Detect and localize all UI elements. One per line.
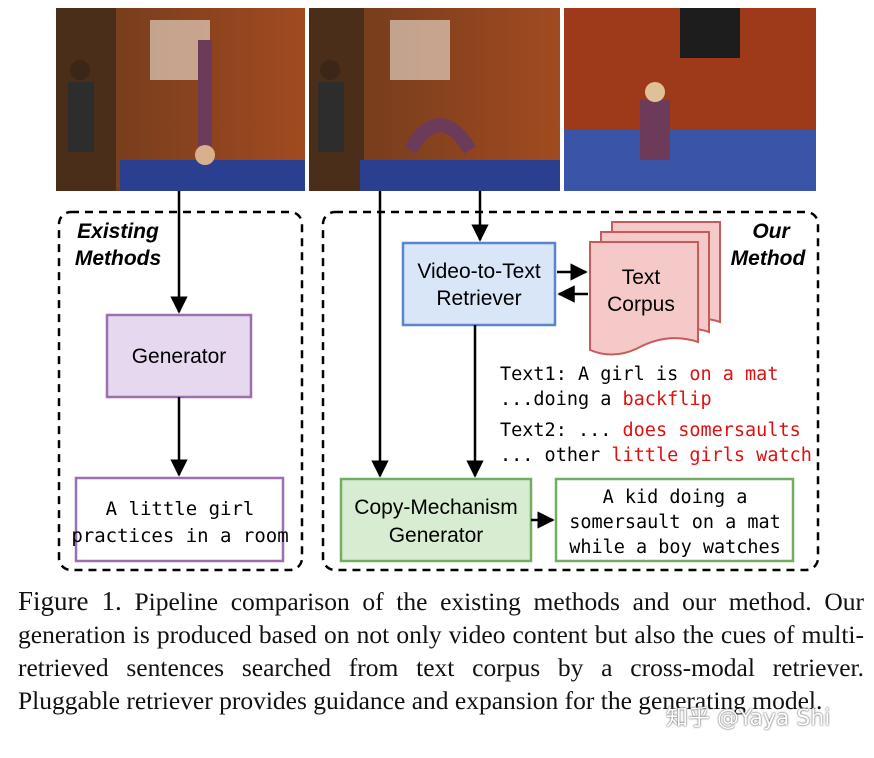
retrieved-text2b: ... other little girls watch [500,445,812,466]
our-method-panel [321,210,820,572]
retrieved-text2: Text2: ... does somersaults [500,420,801,441]
retriever-box [401,241,557,327]
our-output-line3: while a boy watches [569,537,781,558]
video-frame-3 [564,8,816,191]
existing-methods-panel [57,210,304,572]
existing-output-line1: A little girl [106,498,255,520]
corpus-line2: Corpus [607,293,675,316]
copy-generator-box [339,477,533,563]
our-title-line2: Method [731,247,807,270]
existing-output-box [74,476,285,563]
pipeline-diagram: Existing Methods Our Method Generator A … [56,8,820,572]
highlight: little girls watch [611,445,811,466]
text-corpus-icon [589,221,721,356]
copy-generator-line2: Generator [389,524,484,547]
highlight: does somersaults [623,420,801,441]
existing-output-line2: practices in a room [71,525,288,547]
figure-label: Figure 1. [18,586,122,616]
existing-title-line2: Methods [75,247,161,270]
video-frame-1 [56,8,305,191]
retriever-line1: Video-to-Text [417,260,541,283]
figure-caption: Figure 1. Pipeline comparison of the exi… [18,585,864,717]
existing-title-line1: Existing [77,220,159,243]
our-output-line2: somersault on a mat [569,512,781,533]
our-title-line1: Our [752,220,791,243]
corpus-line1: Text [622,266,661,289]
retriever-line2: Retriever [436,287,521,310]
video-frame-2 [309,8,560,191]
our-output-line1: A kid doing a [603,487,748,508]
generator-label: Generator [132,345,227,368]
retrieved-text1b: ...doing a backflip [500,389,712,410]
copy-generator-line1: Copy-Mechanism [354,496,517,519]
retrieved-text1: Text1: A girl is on a mat [500,364,778,385]
highlight: on a mat [689,364,778,385]
caption-text: Pipeline comparison of the existing meth… [18,587,864,715]
highlight: backflip [623,389,712,410]
our-output-box [554,477,795,563]
watermark: 知乎 @Yaya Shi [666,706,831,731]
